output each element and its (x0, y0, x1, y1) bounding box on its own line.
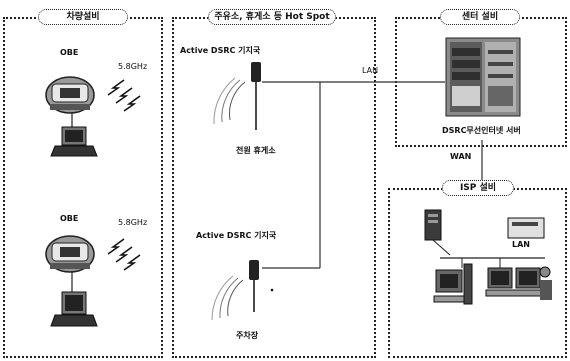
wireless-signal-icon-bottom (107, 238, 141, 271)
vehicle-panel-title: 차량설비 (38, 9, 128, 25)
rest-area-label: 전원 휴게소 (236, 146, 276, 155)
frequency-label-bottom: 5.8GHz (118, 218, 148, 227)
dsrc-server-label: DSRC무선인터넷 서버 (442, 126, 521, 135)
isp-panel-title: ISP 설비 (442, 180, 514, 196)
dsrc-station-label-top: Active DSRC 기지국 (180, 46, 261, 55)
isp-lan-label: LAN (512, 240, 530, 249)
laptop-icon-bottom (50, 291, 98, 327)
frequency-label-top: 5.8GHz (118, 62, 148, 71)
laptop-icon-top (50, 126, 98, 157)
isp-workstation-icon-2 (485, 266, 552, 300)
car-obe-icon-top (45, 76, 95, 114)
server-rack-icon (445, 37, 521, 117)
isp-workstation-icon-1 (433, 263, 473, 305)
parking-lot-label: 주차장 (236, 331, 259, 340)
dsrc-station-label-bottom: Active DSRC 기지국 (196, 231, 277, 240)
dsrc-antenna-icon-bottom (211, 260, 259, 321)
center-panel-title: 센터 설비 (440, 9, 520, 25)
roadside-panel-title: 주유소, 휴게소 등 Hot Spot (208, 9, 336, 25)
obe-label-top: OBE (60, 48, 79, 57)
car-obe-icon-bottom (45, 235, 95, 273)
wan-link-label: WAN (450, 152, 472, 161)
dsrc-antenna-icon-top (213, 62, 261, 130)
isp-server-tower-icon (424, 209, 442, 241)
lan-link-label: LAN (362, 66, 379, 75)
isp-printer-icon (507, 217, 545, 239)
obe-label-bottom: OBE (60, 214, 79, 223)
wireless-signal-icon-top (107, 79, 141, 112)
